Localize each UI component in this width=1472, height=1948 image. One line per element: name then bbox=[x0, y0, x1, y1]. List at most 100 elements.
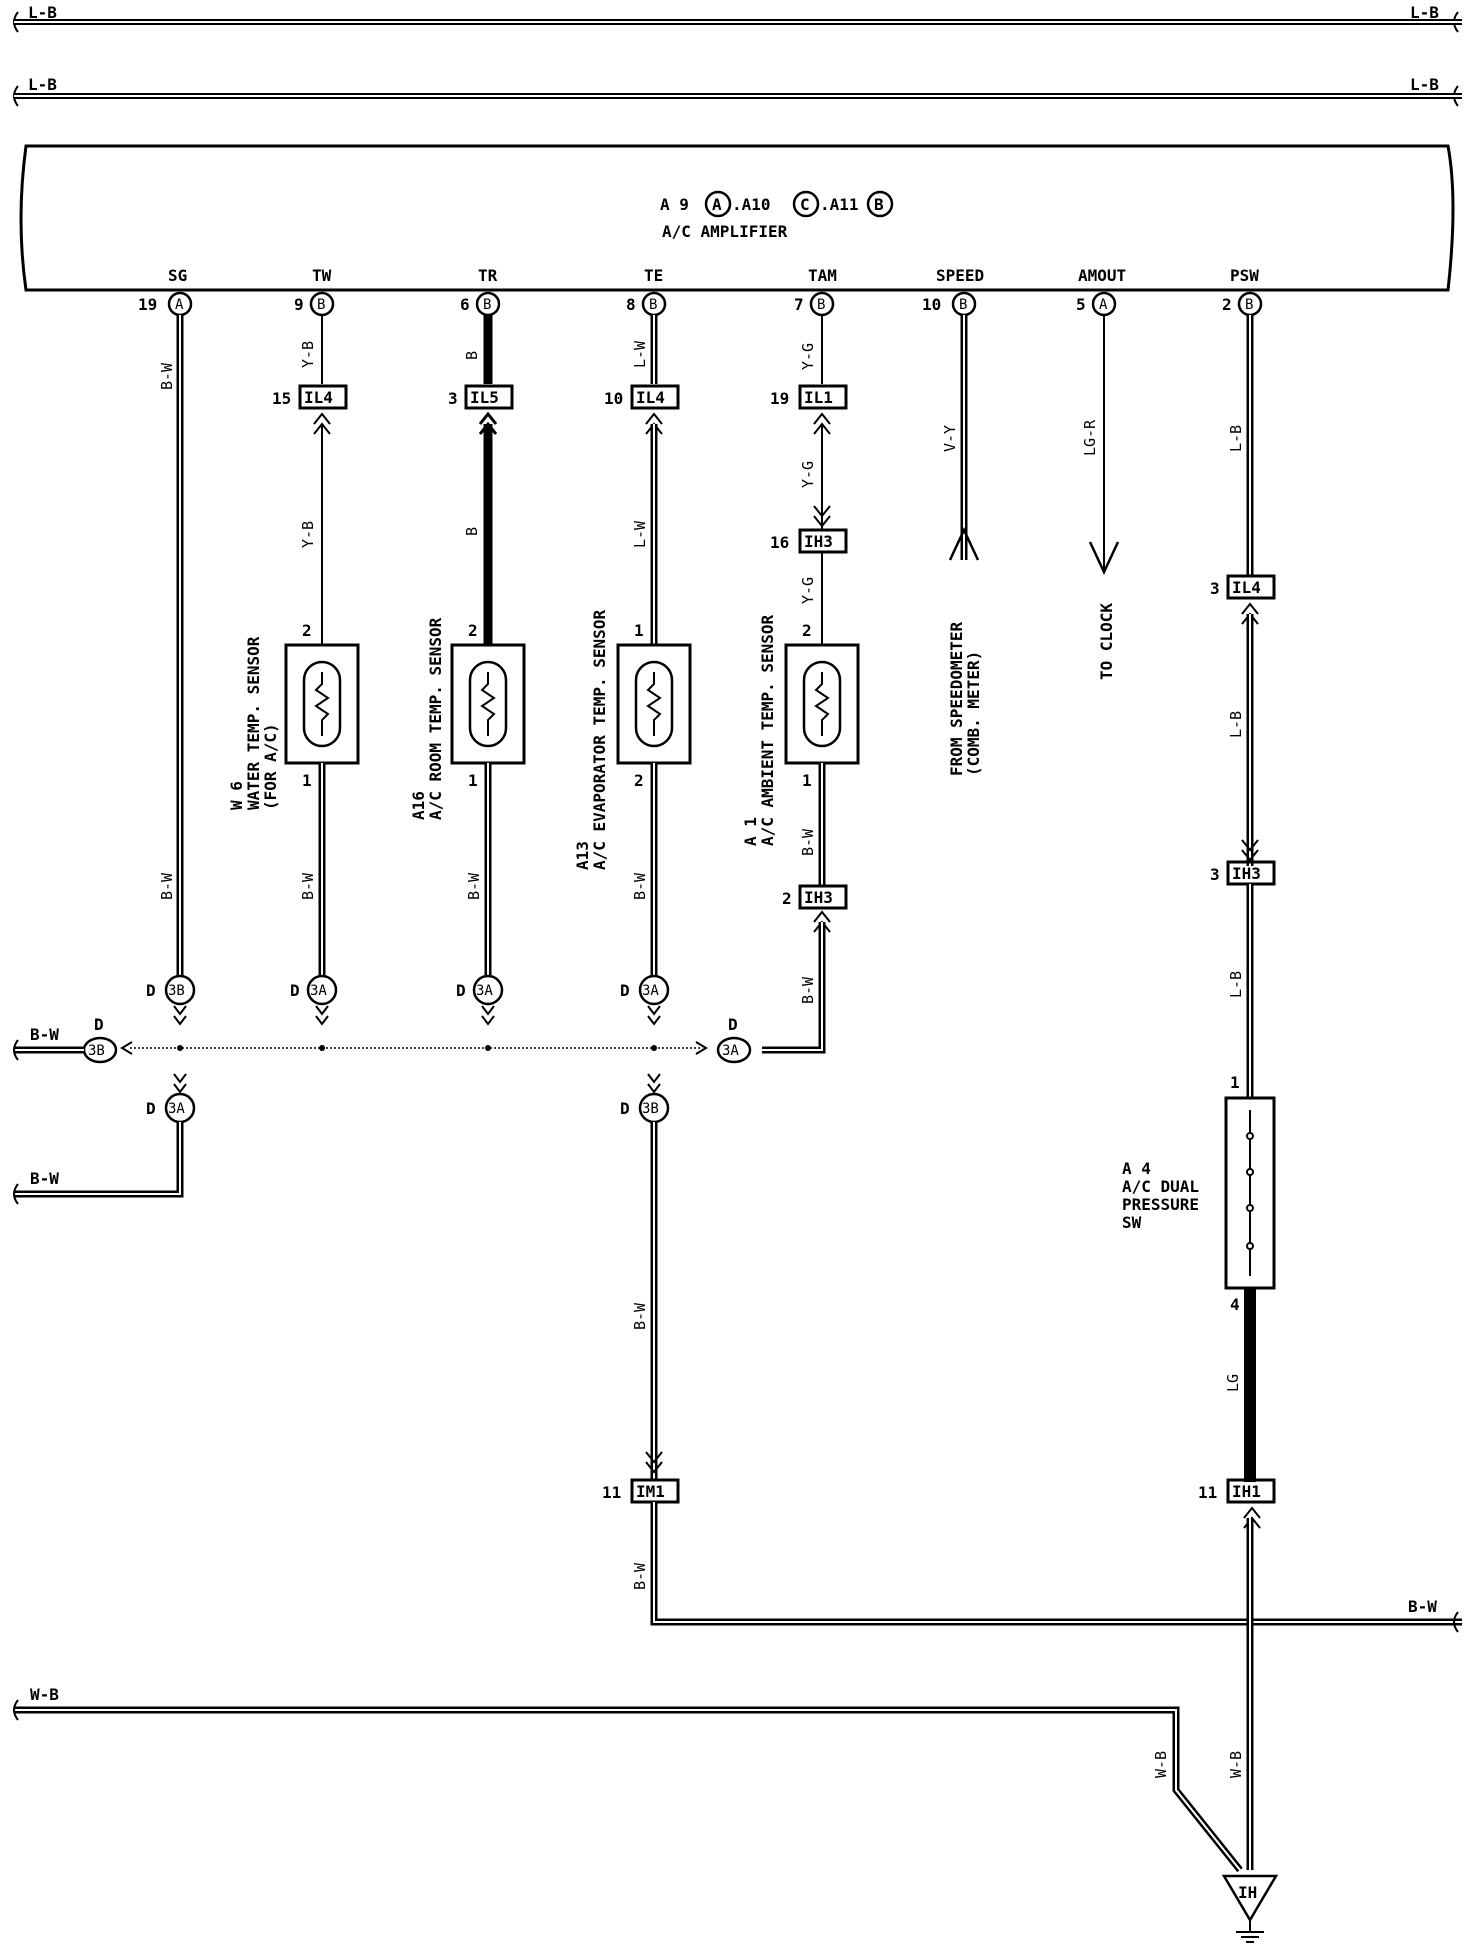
terminal-conn: B bbox=[959, 297, 967, 313]
connector-pin: 2 bbox=[782, 889, 792, 908]
splice-d: D bbox=[456, 981, 466, 1000]
terminal-pin: 7 bbox=[794, 295, 804, 314]
connector-pin: 3 bbox=[1210, 579, 1220, 598]
sensor-pin: 1 bbox=[468, 771, 478, 790]
terminal-pin: 6 bbox=[460, 295, 470, 314]
connector-pin: 3 bbox=[1210, 865, 1220, 884]
wire-color-label: B-W bbox=[158, 362, 176, 390]
speed-wire: V-Y FROM SPEEDOMETER (COMB. METER) bbox=[941, 315, 983, 776]
wire-color-label: B bbox=[463, 527, 481, 536]
connector-pin: 15 bbox=[272, 389, 291, 408]
wire-color-label: Y-G bbox=[799, 461, 817, 488]
ground-wires: W-B W-B W-B bbox=[13, 1506, 1261, 1873]
connector-code: IH1 bbox=[1232, 1482, 1261, 1501]
sensor-name: A/C AMBIENT TEMP. SENSOR bbox=[758, 614, 777, 846]
switch-line-3: SW bbox=[1122, 1213, 1142, 1232]
tr-wire: B IL5 3 B 2 1 B-W bbox=[448, 315, 526, 978]
splice-d: D bbox=[620, 981, 630, 1000]
wire-color-label: B-W bbox=[631, 1562, 649, 1590]
splice-code: 3A bbox=[168, 1101, 185, 1117]
wire-color-label: L-W bbox=[631, 340, 649, 368]
terminal-pin: 5 bbox=[1076, 295, 1086, 314]
amp-code-2: A bbox=[712, 195, 722, 214]
amp-code-1: A 9 bbox=[660, 195, 689, 214]
wire-color-label: W-B bbox=[1152, 1751, 1170, 1778]
terminal-conn: B bbox=[817, 297, 825, 313]
splice-code: 3A bbox=[310, 983, 327, 999]
splice-d: D bbox=[146, 1099, 156, 1118]
connector-code: IH3 bbox=[804, 888, 833, 907]
wire-color-label: L-B bbox=[1227, 711, 1245, 738]
terminal-conn: B bbox=[649, 297, 657, 313]
wire-color-label: B bbox=[463, 351, 481, 360]
wire-color-label: Y-G bbox=[799, 343, 817, 370]
splice-code: 3A bbox=[722, 1043, 739, 1059]
connector-code: IH3 bbox=[804, 532, 833, 551]
sensor-id: A13 bbox=[573, 841, 592, 870]
connector-code: IM1 bbox=[636, 1482, 665, 1501]
te-lower-wire: B-W IM1 11 B-W B-W bbox=[602, 1122, 1462, 1633]
speed-note-2: (COMB. METER) bbox=[964, 651, 983, 776]
wire-color-label: B-W bbox=[799, 828, 817, 856]
amp-code-6: B bbox=[874, 195, 884, 214]
sensor-pin: 1 bbox=[802, 771, 812, 790]
psw-pin-top: 1 bbox=[1230, 1073, 1240, 1092]
sensor-pin: 1 bbox=[634, 621, 644, 640]
wire-color-label: Y-G bbox=[799, 577, 817, 604]
bus2-left-label: L-B bbox=[28, 75, 57, 94]
sensor-pin: 2 bbox=[634, 771, 644, 790]
terminal-pin: 9 bbox=[294, 295, 304, 314]
wire-color-label: B-W bbox=[299, 872, 317, 900]
splice-d: D bbox=[146, 981, 156, 1000]
psw-wire: L-B IL4 3 L-B IH3 3 L-B 1 4 LG IH1 11 bbox=[1198, 315, 1276, 1504]
splice-d: D bbox=[94, 1015, 104, 1034]
wire-color-label: Y-B bbox=[299, 521, 317, 548]
terminal-pin: 2 bbox=[1222, 295, 1232, 314]
sensor-pin: 2 bbox=[468, 621, 478, 640]
terminal-conn: B bbox=[317, 297, 325, 313]
connector-pin: 10 bbox=[604, 389, 623, 408]
connector-pin: 16 bbox=[770, 533, 789, 552]
wire-color-label: L-B bbox=[1227, 971, 1245, 998]
switch-id: A 4 bbox=[1122, 1159, 1151, 1178]
tam-wire: Y-G IL1 19 Y-G IH3 16 Y-G 2 1 B-W IH3 2 … bbox=[762, 315, 860, 1054]
ground-symbol: IH bbox=[1221, 1874, 1279, 1943]
sensor-pin: 1 bbox=[302, 771, 312, 790]
connector-pin: 19 bbox=[770, 389, 789, 408]
terminal-name: TW bbox=[312, 266, 332, 285]
wire-color-label: L-B bbox=[1227, 425, 1245, 452]
amp-code-3: .A10 bbox=[732, 195, 771, 214]
amout-note: TO CLOCK bbox=[1097, 603, 1116, 680]
terminal-name: AMOUT bbox=[1078, 266, 1126, 285]
amp-name: A/C AMPLIFIER bbox=[662, 222, 788, 241]
splice-code: 3B bbox=[88, 1043, 105, 1059]
te-wire: L-W IL4 10 L-W 1 2 B-W bbox=[604, 315, 692, 978]
bus-line-2: L-B L-B bbox=[13, 75, 1462, 107]
wire-color-label: B-W bbox=[799, 976, 817, 1004]
wire-color-label: B-W bbox=[465, 872, 483, 900]
connector-pin: 11 bbox=[602, 1483, 621, 1502]
left-line-label: B-W bbox=[30, 1025, 59, 1044]
amp-code-5: .A11 bbox=[820, 195, 859, 214]
connector-pin: 3 bbox=[448, 389, 458, 408]
terminal-conn: A bbox=[1099, 297, 1108, 313]
terminal-conn: B bbox=[483, 297, 491, 313]
switch-line-2: PRESSURE bbox=[1122, 1195, 1199, 1214]
a16-sensor-label: A16 A/C ROOM TEMP. SENSOR bbox=[409, 617, 445, 820]
bus2-right-label: L-B bbox=[1410, 75, 1439, 94]
wire-color-label: L-W bbox=[631, 520, 649, 548]
terminal-name: TAM bbox=[808, 266, 837, 285]
sensor-id: W 6 bbox=[227, 781, 246, 810]
ground-code: IH bbox=[1238, 1883, 1257, 1902]
wire-color-label: Y-B bbox=[299, 341, 317, 368]
speed-note-1: FROM SPEEDOMETER bbox=[947, 622, 966, 776]
terminal-name: PSW bbox=[1230, 266, 1259, 285]
tw-wire: Y-B IL4 15 Y-B 2 1 B-W bbox=[272, 315, 360, 978]
terminal-name: TE bbox=[644, 266, 663, 285]
wire-color-label: LG bbox=[1224, 1374, 1242, 1392]
bus-line-1: L-B L-B bbox=[13, 3, 1462, 33]
wire-color-label: LG-R bbox=[1081, 419, 1099, 456]
connector-code: IL4 bbox=[1232, 578, 1261, 597]
sensor-id: A 1 bbox=[741, 817, 760, 846]
